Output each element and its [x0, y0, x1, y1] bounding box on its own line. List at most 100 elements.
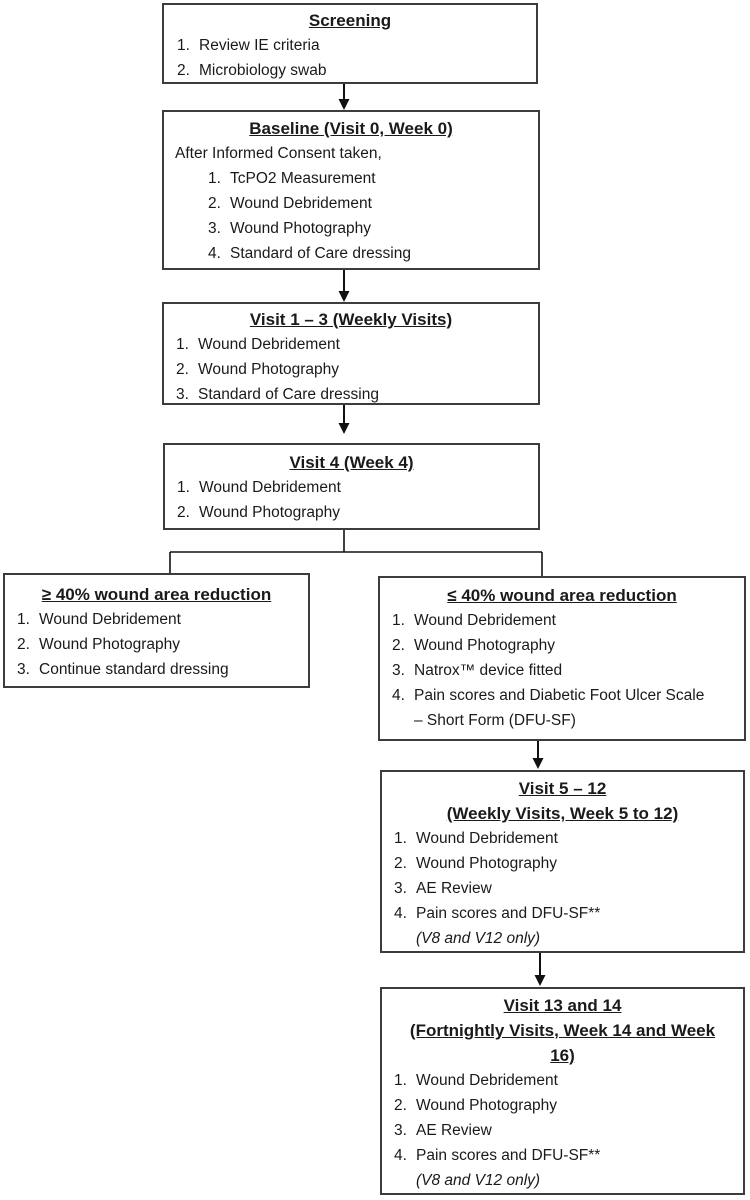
- list-number: 1.: [392, 612, 405, 629]
- flow-box-visit-4: Visit 4 (Week 4) 1. Wound Debridement 2.…: [163, 443, 540, 530]
- list-text: Wound Photography: [39, 636, 181, 653]
- list-item: 3. Standard of Care dressing: [176, 382, 538, 407]
- flow-box-visit-5-12: Visit 5 – 12 (Weekly Visits, Week 5 to 1…: [380, 770, 745, 953]
- list-number: 3.: [394, 880, 407, 897]
- list-text: Review IE criteria: [199, 37, 320, 54]
- flow-box-baseline: Baseline (Visit 0, Week 0) After Informe…: [162, 110, 540, 270]
- list-text: Wound Photography: [414, 637, 556, 654]
- list-number: 1.: [17, 611, 30, 628]
- list-text: Wound Debridement: [416, 1072, 558, 1089]
- list-item: 1. Wound Debridement: [177, 475, 538, 500]
- list-number: 1.: [176, 336, 189, 353]
- list-item: 3. Wound Photography: [208, 216, 538, 241]
- list-number: 1.: [394, 1072, 407, 1089]
- list-text: Wound Debridement: [416, 830, 558, 847]
- list-number: 1.: [394, 830, 407, 847]
- list-item-note: (V8 and V12 only): [394, 1168, 743, 1193]
- flow-box-screening: Screening 1. Review IE criteria 2. Micro…: [162, 3, 538, 84]
- list-number: 1.: [177, 37, 190, 54]
- list-item: 1. Wound Debridement: [394, 1068, 743, 1093]
- list-text: Wound Photography: [199, 504, 341, 521]
- list-number: 2.: [177, 504, 190, 521]
- list-text: Natrox™ device fitted: [414, 662, 563, 679]
- list-text: Pain scores and Diabetic Foot Ulcer Scal…: [414, 687, 705, 704]
- box-title-line1: Visit 5 – 12: [518, 779, 607, 798]
- list-item: 4. Standard of Care dressing: [208, 241, 538, 266]
- list-text: – Short Form (DFU-SF): [414, 712, 576, 729]
- list-item: 1. Wound Debridement: [17, 607, 308, 632]
- flow-box-visit-1-3: Visit 1 – 3 (Weekly Visits) 1. Wound Deb…: [162, 302, 540, 405]
- list-item: 2. Wound Photography: [392, 633, 744, 658]
- box-title: ≥ 40% wound area reduction: [41, 585, 272, 604]
- box-title: Visit 1 – 3 (Weekly Visits): [249, 310, 453, 329]
- arrow-visit1-3-to-visit4: [338, 405, 350, 434]
- box-title-line1: Visit 13 and 14: [503, 996, 622, 1015]
- list-item: 2. Wound Photography: [394, 1093, 743, 1118]
- list-item: 1. Review IE criteria: [177, 33, 536, 58]
- list-note-text: (V8 and V12 only): [416, 1172, 541, 1189]
- list-number: 3.: [208, 220, 221, 237]
- list-item: 2. Microbiology swab: [177, 58, 536, 83]
- list-text: Wound Photography: [416, 1097, 558, 1114]
- list-number: 4.: [392, 687, 405, 704]
- branch-visit4-to-outcomes: [169, 530, 543, 576]
- list-text: Wound Photography: [230, 220, 372, 237]
- list-text: AE Review: [416, 1122, 492, 1139]
- list-number: 2.: [394, 1097, 407, 1114]
- list-item: 2. Wound Photography: [17, 632, 308, 657]
- list-number-spacer: [392, 708, 414, 733]
- list-number: 2.: [177, 62, 190, 79]
- list-item: 2. Wound Debridement: [208, 191, 538, 216]
- list-number: 3.: [176, 386, 189, 403]
- box-title: ≤ 40% wound area reduction: [447, 586, 677, 605]
- flow-box-le40-reduction: ≤ 40% wound area reduction 1. Wound Debr…: [378, 576, 746, 741]
- list-text: Wound Debridement: [39, 611, 181, 628]
- list-number: 4.: [394, 905, 407, 922]
- flow-box-visit-13-14: Visit 13 and 14 (Fortnightly Visits, Wee…: [380, 987, 745, 1195]
- list-item: 3. Continue standard dressing: [17, 657, 308, 682]
- arrow-le40-to-visit5-12: [532, 741, 544, 769]
- box-title-line2: (Weekly Visits, Week 5 to 12): [446, 804, 679, 823]
- list-number: 3.: [392, 662, 405, 679]
- list-number: 2.: [208, 195, 221, 212]
- box-title-line2: (Fortnightly Visits, Week 14 and Week: [409, 1021, 716, 1040]
- box-title: Baseline (Visit 0, Week 0): [249, 119, 453, 138]
- list-text: Wound Photography: [198, 361, 340, 378]
- list-item: 4. Pain scores and DFU-SF**: [394, 1143, 743, 1168]
- arrow-screening-to-baseline: [338, 84, 350, 110]
- list-number-spacer: [394, 1168, 416, 1193]
- list-item: 4. Pain scores and Diabetic Foot Ulcer S…: [392, 683, 744, 708]
- list-text: Wound Debridement: [230, 195, 372, 212]
- list-item: 4. Pain scores and DFU-SF**: [394, 901, 743, 926]
- box-title-line3: 16): [550, 1046, 575, 1065]
- list-number: 2.: [394, 855, 407, 872]
- list-text: Pain scores and DFU-SF**: [416, 905, 601, 922]
- list-item: 1. Wound Debridement: [394, 826, 743, 851]
- list-item: 3. AE Review: [394, 876, 743, 901]
- list-item-note: (V8 and V12 only): [394, 926, 743, 951]
- list-item: 1. TcPO2 Measurement: [208, 166, 538, 191]
- flow-box-ge40-reduction: ≥ 40% wound area reduction 1. Wound Debr…: [3, 573, 310, 688]
- list-number: 4.: [208, 245, 221, 262]
- list-item: 2. Wound Photography: [394, 851, 743, 876]
- list-text: Wound Debridement: [414, 612, 556, 629]
- box-title: Screening: [308, 11, 392, 30]
- list-item: 1. Wound Debridement: [176, 332, 538, 357]
- box-intro: After Informed Consent taken,: [175, 145, 382, 162]
- list-text: TcPO2 Measurement: [230, 170, 376, 187]
- list-number: 1.: [208, 170, 221, 187]
- list-number: 2.: [17, 636, 30, 653]
- list-item-continuation: – Short Form (DFU-SF): [392, 708, 744, 733]
- list-item: 2. Wound Photography: [177, 500, 538, 525]
- list-text: Continue standard dressing: [39, 661, 229, 678]
- list-item: 3. Natrox™ device fitted: [392, 658, 744, 683]
- list-number: 3.: [394, 1122, 407, 1139]
- list-number-spacer: [394, 926, 416, 951]
- arrow-baseline-to-visit1-3: [338, 270, 350, 302]
- list-number: 2.: [392, 637, 405, 654]
- list-text: Wound Photography: [416, 855, 558, 872]
- list-text: Wound Debridement: [198, 336, 340, 353]
- list-number: 4.: [394, 1147, 407, 1164]
- list-text: Wound Debridement: [199, 479, 341, 496]
